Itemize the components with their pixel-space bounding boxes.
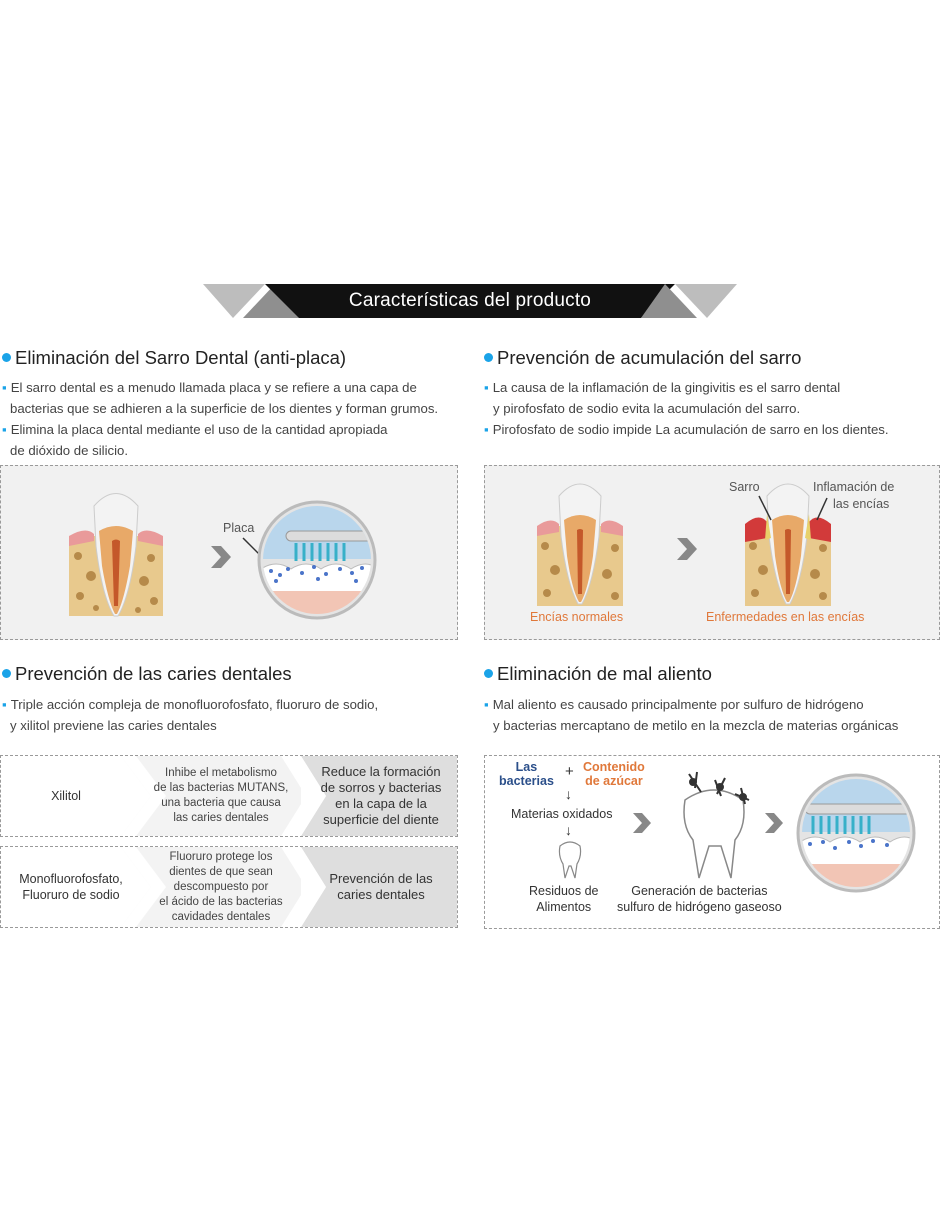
bullet-dot-icon (2, 669, 11, 678)
chevron-right-icon (677, 538, 697, 560)
section-title-caries: Prevención de las caries dentales (2, 663, 292, 685)
caries-bullet-1: ▪Triple acción compleja de monofluorofos… (2, 697, 379, 712)
label-inflamacion-2: las encías (833, 497, 890, 511)
label-sarro: Sarro (729, 480, 760, 494)
chevron-right-icon (633, 813, 651, 833)
row-background-shape (121, 756, 457, 836)
banner-shape (203, 284, 737, 318)
section-title-sarro: Eliminación del Sarro Dental (anti-placa… (2, 347, 346, 369)
bullet-dot-icon (484, 669, 493, 678)
bullet-dot-icon (2, 353, 11, 362)
acumulacion-bullet-2: ▪Pirofosfato de sodio impide La acumulac… (484, 422, 889, 437)
label-materias-oxidadas: Materias oxidados (511, 807, 613, 821)
toothbrush-clean-icon (796, 773, 916, 893)
aliento-bullet-1-cont: y bacterias mercaptano de metilo en la m… (493, 718, 899, 733)
ingredient-cell: Xilitol (51, 789, 81, 803)
chevron-right-icon (211, 546, 231, 568)
healthy-gum-tooth-icon (537, 483, 623, 606)
small-tooth-icon (558, 841, 582, 879)
acumulacion-illustration-box: Sarro Inflamación de las encías Encías n… (484, 465, 940, 640)
acumulacion-bullet-1-cont: y pirofosfato de sodio evita la acumulac… (493, 401, 801, 416)
pointer-line (816, 497, 828, 521)
table-row: Monofluorofosfato,Fluoruro de sodio Fluo… (0, 846, 458, 928)
plus-sign: + (565, 763, 574, 780)
section-title-aliento: Eliminación de mal aliento (484, 663, 712, 685)
section-title-acumulacion: Prevención de acumulación del sarro (484, 347, 801, 369)
caption-encias-normales: Encías normales (530, 610, 624, 624)
sarro-bullet-2-cont: de dióxido de silicio. (10, 443, 129, 458)
sarro-bullet-1: ▪El sarro dental es a menudo llamada pla… (2, 380, 417, 395)
caries-bullet-1-cont: y xilitol previene las caries dentales (10, 718, 217, 733)
arrow-down-icon: ↓ (565, 786, 572, 802)
bullet-dot-icon (484, 353, 493, 362)
label-inflamacion-1: Inflamación de (813, 480, 895, 494)
row-background-shape (121, 847, 457, 927)
aliento-bullet-1: ▪Mal aliento es causado principalmente p… (484, 697, 864, 712)
sarro-bullet-2: ▪Elimina la placa dental mediante el uso… (2, 422, 388, 437)
tooth-cross-section-icon (69, 493, 163, 617)
ingredient-cell: Monofluorofosfato,Fluoruro de sodio (19, 872, 123, 902)
sarro-illustration-box: Placa (0, 465, 458, 640)
sarro-bullet-1-cont: bacterias que se adhieren a la superfici… (10, 401, 439, 416)
label-placa: Placa (223, 521, 255, 535)
inflamed-gum-tooth-icon (745, 483, 831, 606)
acumulacion-bullet-1: ▪La causa de la inflamación de la gingiv… (484, 380, 841, 395)
banner-title: Características del producto (348, 290, 592, 311)
caption-enfermedades: Enfermedades en las encías (706, 610, 865, 624)
tooth-bacteria-icon (683, 771, 750, 879)
toothbrush-plaque-icon (257, 500, 377, 620)
chevron-right-icon (765, 813, 783, 833)
pointer-line (758, 495, 772, 521)
arrow-down-icon: ↓ (565, 822, 572, 838)
